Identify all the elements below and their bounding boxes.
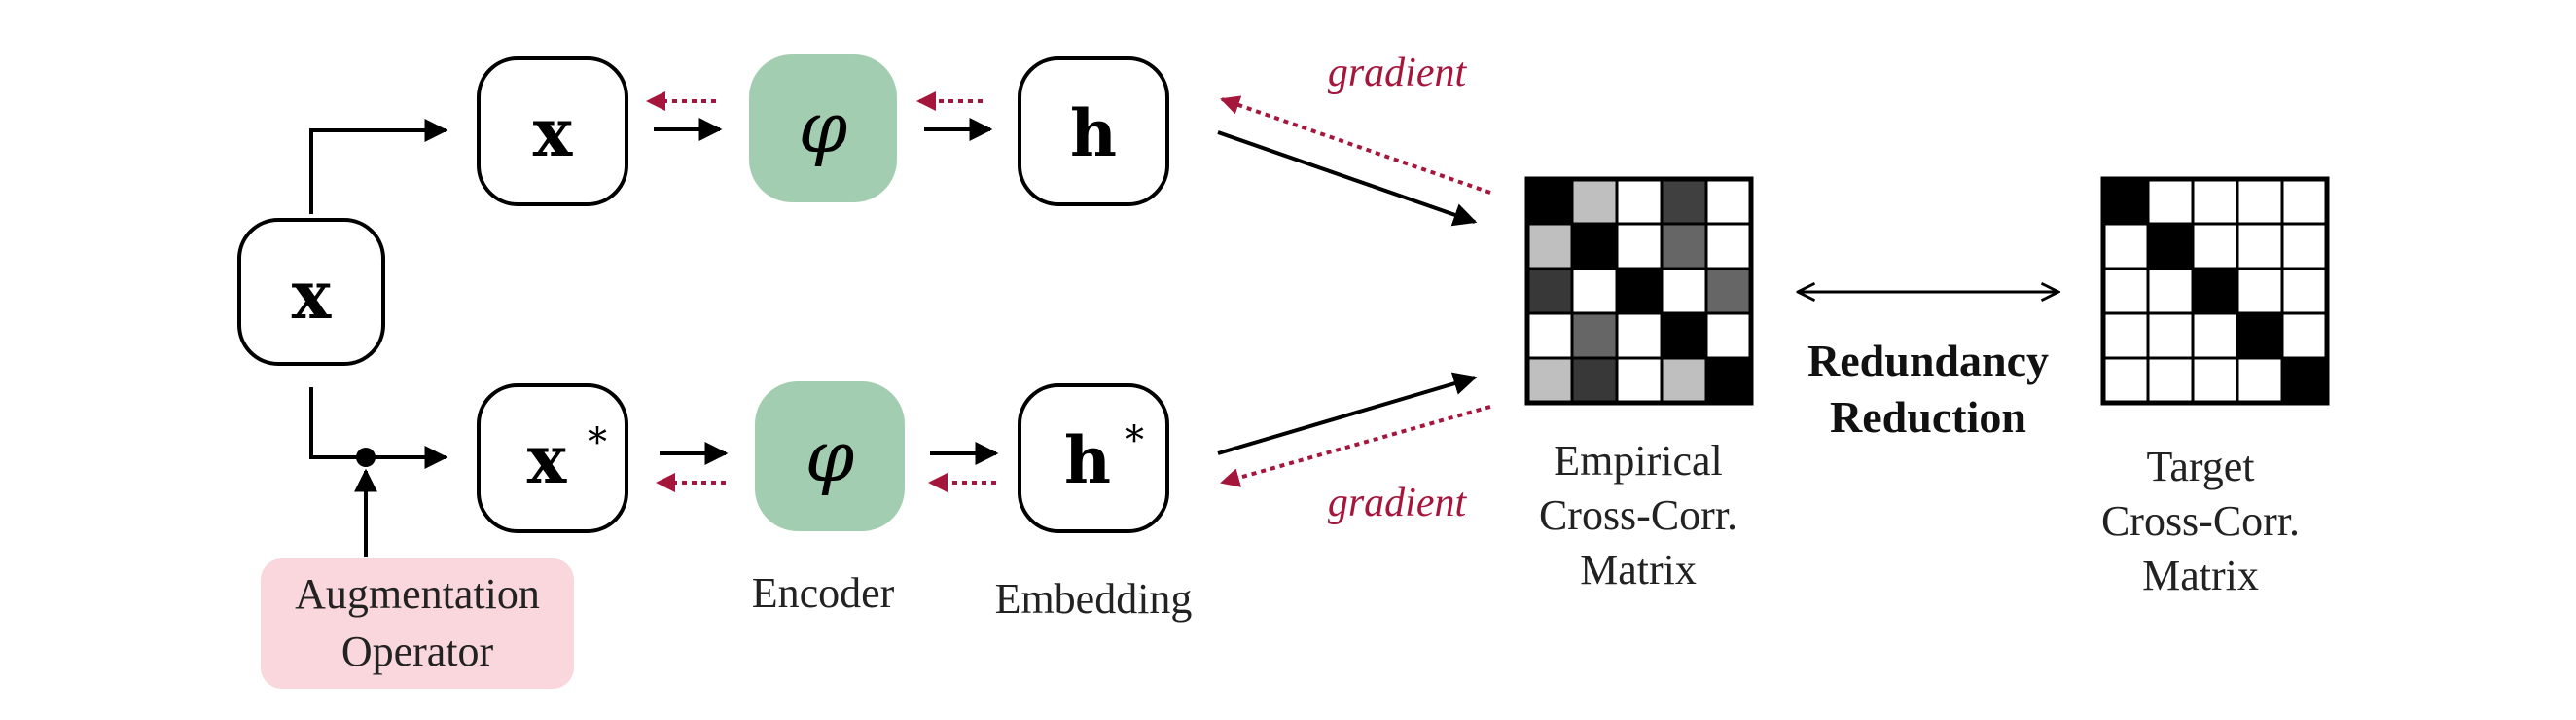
- embedding-bottom-label: h: [1064, 422, 1111, 498]
- augmentation-operator: Augmentation Operator: [261, 558, 574, 689]
- target-cell-0-4: [2280, 177, 2329, 226]
- input-node: x: [237, 218, 385, 366]
- target-cell-2-3: [2236, 267, 2284, 315]
- embedding-label: Embedding: [995, 575, 1193, 623]
- empirical-cell-0-1: [1570, 177, 1619, 226]
- target-cell-0-2: [2191, 177, 2239, 226]
- target-cell-2-4: [2280, 267, 2329, 315]
- target-cell-2-2: [2191, 267, 2239, 315]
- empirical-cell-4-2: [1615, 356, 1664, 405]
- empirical-cell-1-4: [1704, 222, 1753, 270]
- gradient-arrow-matrix-to-emb1: [1220, 95, 1491, 195]
- empirical-cell-1-3: [1660, 222, 1708, 270]
- empirical-cell-0-4: [1704, 177, 1753, 226]
- target-cell-4-4: [2280, 356, 2329, 405]
- target-cell-1-3: [2236, 222, 2284, 270]
- target-cell-1-1: [2146, 222, 2195, 270]
- embedding-top-label: h: [1070, 95, 1117, 171]
- target-cell-0-1: [2146, 177, 2195, 226]
- target-border: [2100, 176, 2330, 406]
- redundancy-label-line1: Redundancy: [1807, 336, 2049, 385]
- empirical-cross-correlation-matrix: [1524, 176, 1754, 406]
- empirical-cell-4-0: [1525, 356, 1574, 405]
- encoder-bottom: φ: [755, 381, 905, 531]
- empirical-label-line3: Matrix: [1580, 546, 1697, 594]
- empirical-cell-1-2: [1615, 222, 1664, 270]
- empirical-cell-3-4: [1704, 311, 1753, 360]
- empirical-border: [1524, 176, 1754, 406]
- embedding-bottom: h *: [1018, 383, 1169, 533]
- embedding-top: h: [1018, 56, 1169, 206]
- encoder-top-symbol: φ: [799, 87, 848, 168]
- target-cell-3-3: [2236, 311, 2284, 360]
- empirical-cell-1-0: [1525, 222, 1574, 270]
- augmentation-label-line2: Operator: [341, 628, 494, 675]
- redundancy-label-line2: Reduction: [1830, 392, 2026, 442]
- empirical-cell-2-2: [1615, 267, 1664, 315]
- target-cell-4-3: [2236, 356, 2284, 405]
- target-label-line1: Target: [2147, 443, 2255, 490]
- view1-node-label: x: [533, 94, 573, 172]
- empirical-cell-3-3: [1660, 311, 1708, 360]
- target-cell-4-2: [2191, 356, 2239, 405]
- empirical-cell-2-1: [1570, 267, 1619, 315]
- target-cell-0-0: [2101, 177, 2150, 226]
- gradient-label-bottom: gradient: [1328, 481, 1468, 525]
- target-label-line2: Cross-Corr.: [2101, 497, 2300, 545]
- view2-node: x *: [477, 383, 628, 533]
- encoder-bottom-symbol: φ: [805, 415, 855, 497]
- empirical-label-line1: Empirical: [1554, 437, 1723, 485]
- empirical-cell-2-4: [1704, 267, 1753, 315]
- target-cross-correlation-matrix: [2100, 176, 2330, 406]
- target-cell-4-0: [2101, 356, 2150, 405]
- target-label-line3: Matrix: [2142, 552, 2259, 599]
- empirical-cell-3-2: [1615, 311, 1664, 360]
- empirical-cell-2-3: [1660, 267, 1708, 315]
- view1-node: x: [477, 56, 628, 206]
- augmentation-label-line1: Augmentation: [295, 570, 540, 618]
- encoder-label: Encoder: [752, 569, 895, 617]
- target-cell-2-0: [2101, 267, 2150, 315]
- target-cell-3-4: [2280, 311, 2329, 360]
- target-cell-1-4: [2280, 222, 2329, 270]
- view2-node-label: x: [527, 421, 567, 499]
- empirical-cell-0-0: [1525, 177, 1574, 226]
- arrow-emb1-to-matrix: [1217, 130, 1478, 227]
- target-cell-0-3: [2236, 177, 2284, 226]
- branch-bottom-line: [309, 387, 448, 469]
- empirical-cell-0-2: [1615, 177, 1664, 226]
- input-node-label: x: [292, 257, 332, 335]
- empirical-cell-3-1: [1570, 311, 1619, 360]
- empirical-cell-4-4: [1704, 356, 1753, 405]
- gradient-label-top: gradient: [1328, 51, 1468, 95]
- empirical-cell-1-1: [1570, 222, 1619, 270]
- augmentation-junction-dot: [356, 448, 376, 467]
- encoder-top: φ: [749, 54, 897, 202]
- arrow-emb2-to-matrix: [1217, 372, 1478, 455]
- empirical-cell-3-0: [1525, 311, 1574, 360]
- empirical-cell-2-0: [1525, 267, 1574, 315]
- embedding-bottom-superscript: *: [1125, 418, 1144, 463]
- target-cell-3-1: [2146, 311, 2195, 360]
- view2-node-superscript: *: [588, 420, 607, 465]
- empirical-cell-4-1: [1570, 356, 1619, 405]
- empirical-cell-4-3: [1660, 356, 1708, 405]
- target-cell-3-0: [2101, 311, 2150, 360]
- target-cell-3-2: [2191, 311, 2239, 360]
- target-cell-1-0: [2101, 222, 2150, 270]
- empirical-cell-0-3: [1660, 177, 1708, 226]
- branch-top-line: [309, 119, 448, 214]
- target-cell-4-1: [2146, 356, 2195, 405]
- gradient-arrow-matrix-to-emb2: [1220, 405, 1491, 487]
- target-cell-2-1: [2146, 267, 2195, 315]
- empirical-label-line2: Cross-Corr.: [1539, 491, 1737, 539]
- target-cell-1-2: [2191, 222, 2239, 270]
